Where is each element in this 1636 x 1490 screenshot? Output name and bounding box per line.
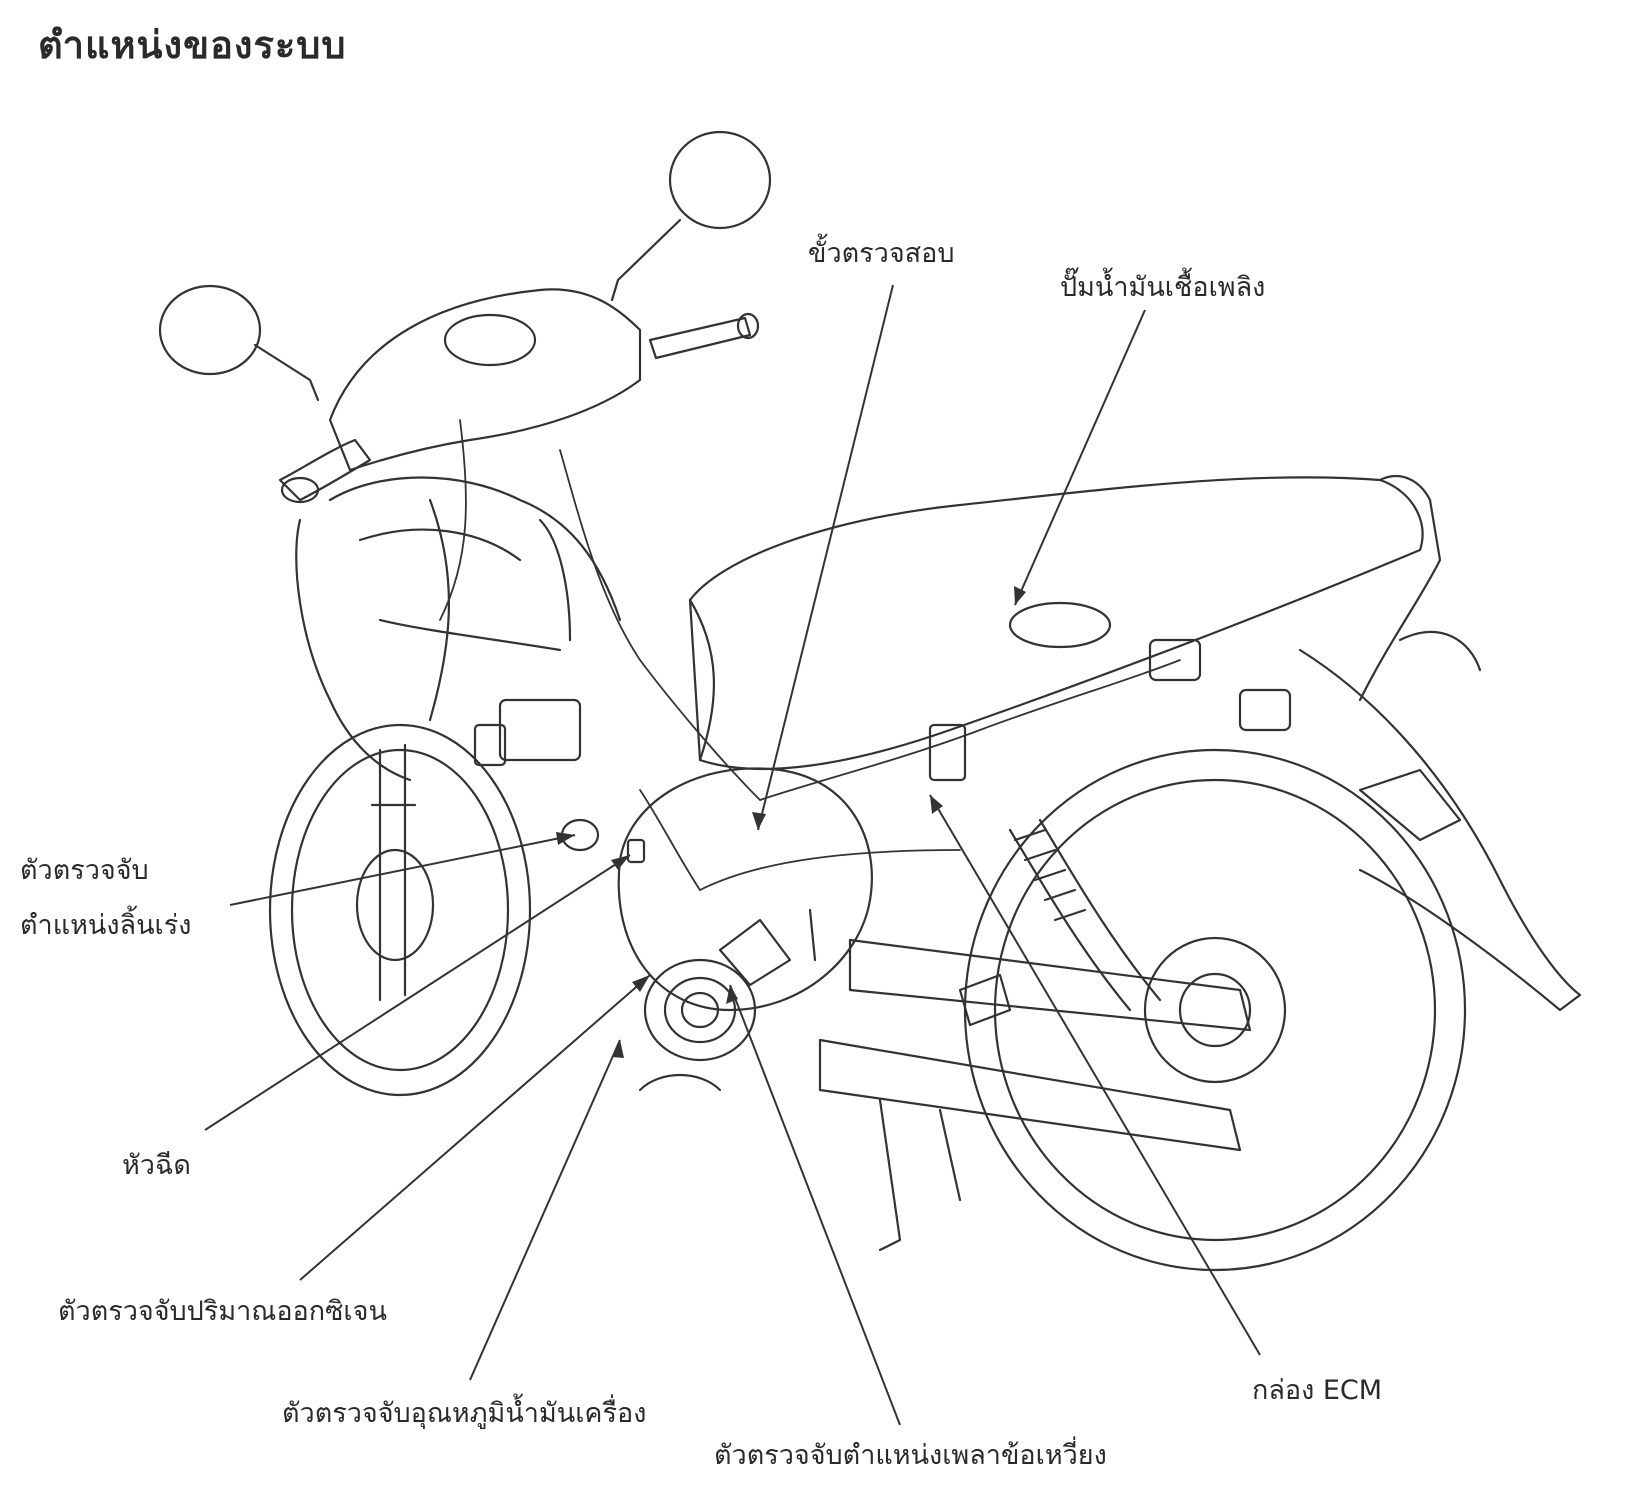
leader-ckp-sensor bbox=[729, 984, 901, 1426]
mirrors bbox=[158, 130, 772, 402]
label-tp-sensor-line1: ตัวตรวจจับ bbox=[20, 855, 149, 886]
label-test-terminal: ขั้วตรวจสอบ bbox=[808, 238, 955, 269]
leader-lines bbox=[204, 284, 1261, 1426]
wiring-harness bbox=[439, 419, 1181, 891]
front-wheel bbox=[268, 723, 532, 1097]
leader-ecm bbox=[929, 794, 1261, 1356]
front-body bbox=[295, 288, 642, 782]
label-injector: หัวฉีด bbox=[122, 1150, 191, 1181]
leader-eot-sensor bbox=[469, 1039, 621, 1381]
label-fuel-pump: ปั๊มน้ำมันเชื้อเพลิง bbox=[1060, 272, 1266, 303]
leader-injector bbox=[204, 854, 631, 1131]
handlebars bbox=[278, 312, 760, 504]
seat-and-body bbox=[688, 475, 1582, 1012]
leader-tp-sensor bbox=[229, 834, 576, 906]
swingarm bbox=[818, 818, 1252, 1152]
components bbox=[473, 601, 1292, 1027]
leader-arrowheads bbox=[556, 586, 1026, 1058]
label-eot-sensor: ตัวตรวจจับอุณหภูมิน้ำมันเครื่อง bbox=[282, 1398, 647, 1429]
label-o2-sensor: ตัวตรวจจับปริมาณออกซิเจน bbox=[58, 1296, 387, 1327]
stand bbox=[638, 1073, 962, 1252]
label-ecm: กล่อง ECM bbox=[1252, 1375, 1383, 1406]
leader-fuel-pump bbox=[1014, 309, 1146, 606]
label-ckp-sensor: ตัวตรวจจับตำแหน่งเพลาข้อเหวี่ยง bbox=[714, 1440, 1107, 1471]
page-title: ตำแหน่งของระบบ bbox=[38, 23, 347, 67]
engine bbox=[617, 767, 873, 1062]
label-tp-sensor-line2: ตำแหน่งลิ้นเร่ง bbox=[20, 910, 192, 941]
leader-test-terminal bbox=[757, 284, 894, 831]
leader-o2-sensor bbox=[299, 974, 651, 1281]
